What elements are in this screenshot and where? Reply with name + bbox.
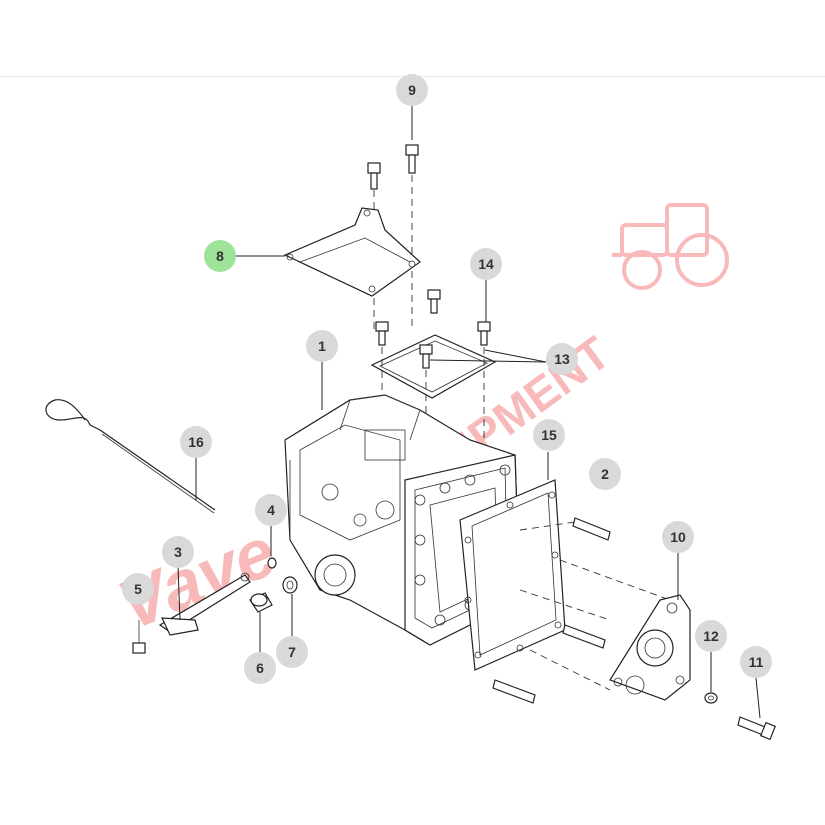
- callout-15[interactable]: 15: [533, 419, 565, 451]
- callout-9[interactable]: 9: [396, 74, 428, 106]
- part-10-end-cover: [609, 594, 691, 701]
- callout-label: 5: [134, 581, 142, 597]
- callout-13[interactable]: 13: [546, 343, 578, 375]
- callout-label: 7: [288, 644, 296, 660]
- callout-11[interactable]: 11: [740, 646, 772, 678]
- part-7-washer: [282, 576, 298, 594]
- callout-label: 3: [174, 544, 182, 560]
- callout-label: 14: [478, 256, 494, 272]
- part-9-bolt: [405, 144, 419, 330]
- part-2-dowel-pins: [492, 517, 671, 704]
- callout-label: 8: [216, 248, 224, 264]
- callout-1[interactable]: 1: [306, 330, 338, 362]
- callout-3[interactable]: 3: [162, 536, 194, 568]
- callout-label: 2: [601, 466, 609, 482]
- callout-label: 15: [541, 427, 557, 443]
- part-12-washer: [704, 692, 718, 704]
- callout-label: 16: [188, 434, 204, 450]
- callout-label: 10: [670, 529, 686, 545]
- part-6-plug: [249, 592, 273, 613]
- callout-4[interactable]: 4: [255, 494, 287, 526]
- callout-14[interactable]: 14: [470, 248, 502, 280]
- callout-7[interactable]: 7: [276, 636, 308, 668]
- callout-label: 4: [267, 502, 275, 518]
- callout-label: 11: [748, 654, 764, 670]
- callout-6[interactable]: 6: [244, 652, 276, 684]
- callout-2[interactable]: 2: [589, 458, 621, 490]
- callout-label: 6: [256, 660, 264, 676]
- callout-label: 9: [408, 82, 416, 98]
- part-11-bolt: [737, 716, 777, 741]
- callout-5[interactable]: 5: [122, 573, 154, 605]
- callout-8[interactable]: 8: [204, 240, 236, 272]
- part-3-lever: [158, 572, 251, 636]
- callout-10[interactable]: 10: [662, 521, 694, 553]
- bracket-bolt: [367, 162, 381, 330]
- callout-label: 12: [703, 628, 719, 644]
- callout-label: 13: [554, 351, 570, 367]
- part-4-oring: [267, 557, 277, 569]
- callout-12[interactable]: 12: [695, 620, 727, 652]
- callout-16[interactable]: 16: [180, 426, 212, 458]
- leader-lines: [177, 104, 761, 719]
- tractor-icon: [612, 203, 729, 290]
- part-5-bolt: [132, 620, 146, 654]
- part-8-bracket: [283, 207, 421, 297]
- callout-label: 1: [318, 338, 326, 354]
